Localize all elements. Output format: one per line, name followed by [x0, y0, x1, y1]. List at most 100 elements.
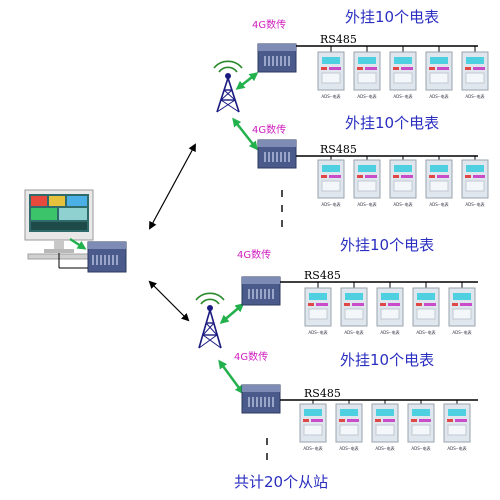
meter-indicator: [383, 419, 395, 422]
electricity-meter-icon: ADS--电表: [371, 403, 399, 451]
meter-indicator: [411, 419, 417, 422]
meter-caption: ADS--电表: [357, 93, 376, 99]
electricity-meter-icon: ADS--电表: [425, 51, 453, 99]
meter-display: [394, 57, 412, 64]
meter-display: [453, 293, 471, 300]
electricity-meter-icon: ADS--电表: [461, 159, 489, 207]
meter-indicator: [452, 303, 458, 306]
meter-caption: ADS--电表: [393, 93, 412, 99]
meter-indicator: [380, 303, 386, 306]
meter-label-plate: [416, 308, 436, 320]
uplink-arrow-lower: [148, 280, 190, 322]
group-title: 外挂10个电表: [345, 114, 439, 132]
radio-tower-icon: [213, 60, 243, 113]
rs485-bus-label: RS485: [320, 33, 357, 46]
link-label-4g: 4G数传: [252, 123, 286, 136]
meter-indicator: [344, 303, 350, 306]
meter-label-plate: [465, 72, 485, 84]
meter-display: [466, 57, 484, 64]
meter-indicator: [321, 67, 327, 70]
meter-caption: ADS--电表: [308, 329, 327, 335]
meter-indicator: [393, 67, 399, 70]
meter-caption: ADS--电表: [465, 93, 484, 99]
electricity-meter-icon: ADS--电表: [412, 287, 440, 335]
meter-label-plate: [393, 72, 413, 84]
central-dtu-device-icon: [87, 241, 127, 273]
meter-display: [412, 409, 430, 416]
meter-indicator: [339, 419, 345, 422]
meter-indicator: [316, 303, 328, 306]
uplink-arrow-upper: [149, 143, 196, 230]
meter-display: [322, 57, 340, 64]
computer-to-dtu-arrow: [69, 237, 87, 250]
meter-indicator: [401, 175, 413, 178]
meter-caption: ADS--电表: [321, 201, 340, 207]
meter-label-plate: [357, 180, 377, 192]
wireless-link-arrow: [232, 117, 258, 151]
electricity-meter-icon: ADS--电表: [461, 51, 489, 99]
meter-indicator: [455, 419, 467, 422]
electricity-meter-icon: ADS--电表: [389, 159, 417, 207]
meter-display: [430, 165, 448, 172]
meter-indicator: [473, 175, 485, 178]
dtu-device-icon: [257, 43, 297, 73]
meter-display: [304, 409, 322, 416]
meter-label-plate: [465, 180, 485, 192]
electricity-meter-icon: ADS--电表: [353, 51, 381, 99]
meter-display: [448, 409, 466, 416]
meter-display: [417, 293, 435, 300]
meter-caption: ADS--电表: [375, 445, 394, 451]
meter-label-plate: [429, 180, 449, 192]
meter-indicator: [329, 67, 341, 70]
computer-monitor-icon: [24, 189, 94, 253]
meter-caption: ADS--电表: [452, 329, 471, 335]
meter-label-plate: [429, 72, 449, 84]
meter-label-plate: [339, 424, 359, 436]
meter-display: [358, 165, 376, 172]
meter-indicator: [357, 67, 363, 70]
meter-indicator: [329, 175, 341, 178]
meter-label-plate: [452, 308, 472, 320]
electricity-meter-icon: ADS--电表: [317, 51, 345, 99]
meter-display: [340, 409, 358, 416]
meter-label-plate: [411, 424, 431, 436]
meter-caption: ADS--电表: [416, 329, 435, 335]
electricity-meter-icon: ADS--电表: [376, 287, 404, 335]
meter-display: [345, 293, 363, 300]
meter-indicator: [352, 303, 364, 306]
electricity-meter-icon: ADS--电表: [389, 51, 417, 99]
meter-label-plate: [447, 424, 467, 436]
meter-label-plate: [321, 180, 341, 192]
meter-indicator: [429, 67, 435, 70]
meter-indicator: [419, 419, 431, 422]
meter-display: [430, 57, 448, 64]
wireless-link-arrow: [235, 72, 259, 90]
dtu-top-panel: [242, 385, 280, 392]
meter-label-plate: [308, 308, 328, 320]
meter-display: [322, 165, 340, 172]
dtu-top-panel: [258, 140, 296, 147]
meter-caption: ADS--电表: [411, 445, 430, 451]
group-title: 外挂10个电表: [340, 351, 434, 369]
meter-indicator: [429, 175, 435, 178]
electricity-meter-icon: ADS--电表: [304, 287, 332, 335]
dtu-top-panel: [242, 277, 280, 284]
meter-caption: ADS--电表: [429, 93, 448, 99]
meter-indicator: [465, 175, 471, 178]
meter-caption: ADS--电表: [429, 201, 448, 207]
meter-display: [466, 165, 484, 172]
group-title: 外挂10个电表: [340, 236, 434, 254]
meter-indicator: [321, 175, 327, 178]
meter-caption: ADS--电表: [357, 201, 376, 207]
meter-caption: ADS--电表: [339, 445, 358, 451]
wireless-link-arrow: [218, 359, 244, 395]
wireless-link-arrow: [219, 303, 245, 324]
meter-caption: ADS--电表: [380, 329, 399, 335]
dtu-vents: [262, 56, 290, 66]
meter-indicator: [460, 303, 472, 306]
meter-caption: ADS--电表: [344, 329, 363, 335]
